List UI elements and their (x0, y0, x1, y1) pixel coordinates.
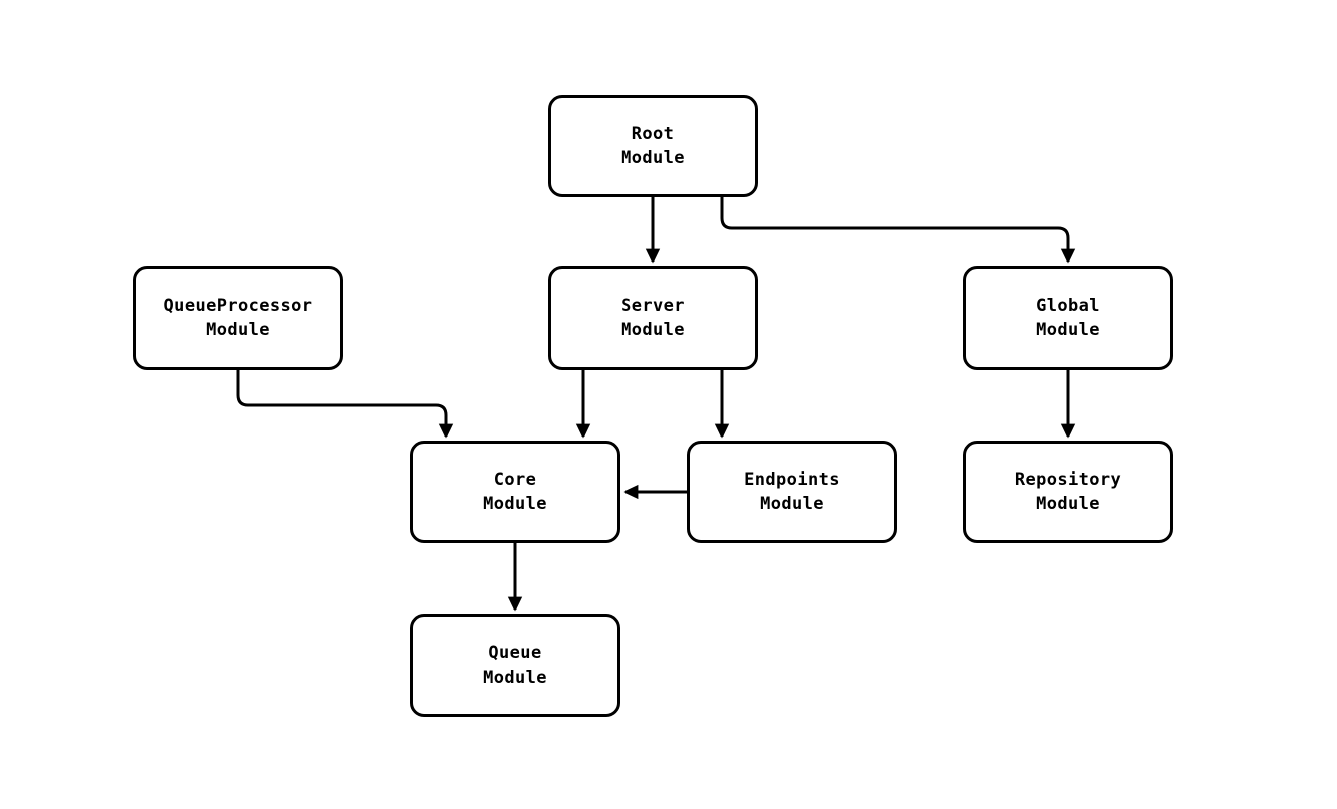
node-global-module[interactable]: Global Module (963, 266, 1173, 370)
node-repository-module[interactable]: Repository Module (963, 441, 1173, 543)
edge-root-to-global (720, 197, 1076, 264)
node-server-module[interactable]: Server Module (548, 266, 758, 370)
node-queue-module-label: Queue Module (483, 643, 547, 688)
node-repository-module-label: Repository Module (1014, 469, 1122, 514)
node-root-module[interactable]: Root Module (548, 95, 758, 197)
node-queueprocessor-module[interactable]: QueueProcessor Module (133, 266, 343, 370)
node-endpoints-module-label: Endpoints Module (744, 469, 840, 514)
node-server-module-label: Server Module (621, 295, 685, 340)
edge-queueprocessor-to-core (236, 370, 454, 439)
node-global-module-label: Global Module (1036, 295, 1100, 340)
node-queueprocessor-module-label: QueueProcessor Module (163, 295, 313, 340)
node-core-module-label: Core Module (483, 469, 547, 514)
node-core-module[interactable]: Core Module (410, 441, 620, 543)
node-endpoints-module[interactable]: Endpoints Module (687, 441, 897, 543)
node-root-module-label: Root Module (621, 123, 685, 168)
node-queue-module[interactable]: Queue Module (410, 614, 620, 717)
